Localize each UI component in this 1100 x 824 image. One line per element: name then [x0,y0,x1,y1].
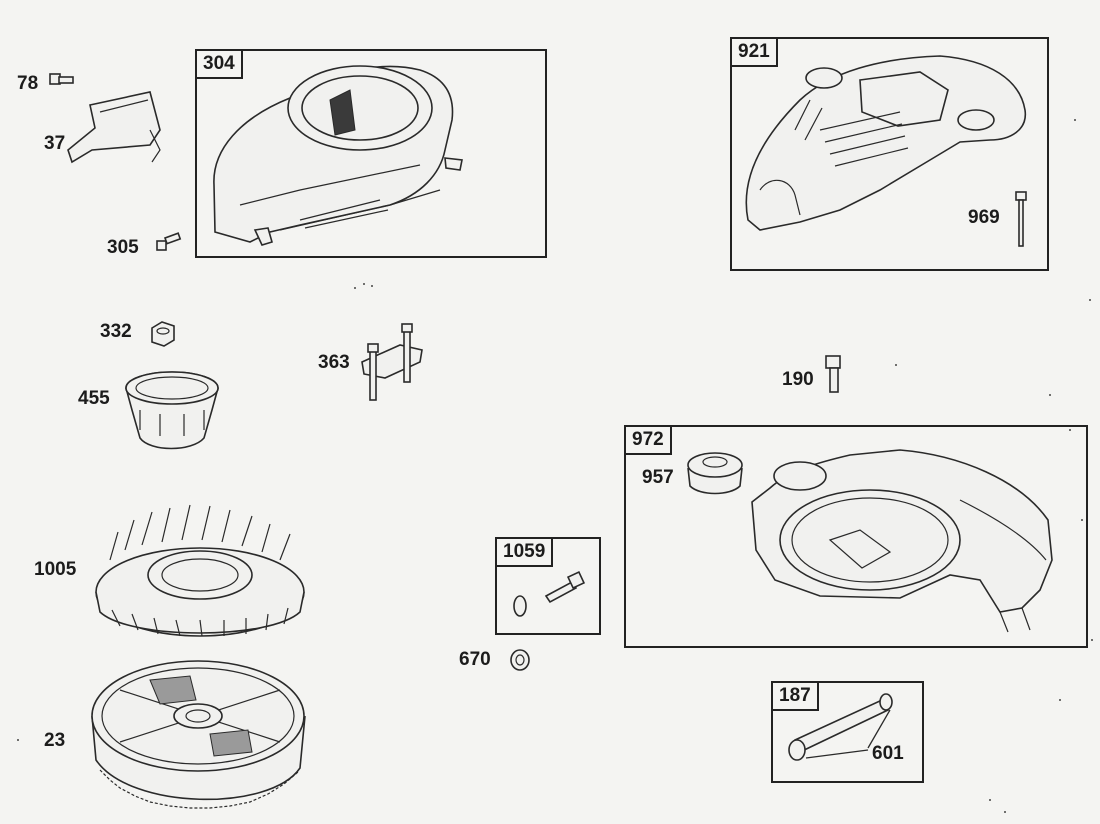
box-187: 187 [771,681,924,783]
screw-305-part [156,232,182,251]
bolt-78-part [49,73,74,85]
fan-1005-part [95,504,305,637]
box-187-tag: 187 [771,681,819,711]
plug-190-part [825,355,841,393]
spacer-670-part [510,649,530,671]
housing-972-part [751,449,1053,633]
screw-1059-part [513,570,586,617]
bolt-969-part [1015,191,1027,247]
leader-601-b [805,749,869,759]
label-78: 78 [17,73,39,94]
box-921-tag: 921 [730,37,778,67]
label-1005: 1005 [34,559,77,580]
label-37: 37 [44,133,66,154]
flywheel-23-part [91,660,306,809]
label-305: 305 [107,237,139,258]
label-363: 363 [318,352,350,373]
bracket-37-part [67,91,161,164]
label-601: 601 [872,743,904,764]
cap-957-part [687,452,743,495]
scan-noise [17,119,1093,813]
label-455: 455 [78,388,110,409]
box-304-tag: 304 [195,49,243,79]
label-23: 23 [44,730,66,751]
label-957: 957 [642,467,674,488]
label-332: 332 [100,321,132,342]
box-972: 972 [624,425,1088,648]
box-1059: 1059 [495,537,601,635]
tube-187-part [788,693,893,761]
engine-cover-921-part [745,55,1026,231]
bracket-363-part [361,323,423,401]
label-670: 670 [459,649,491,670]
leader-601-a [867,709,891,749]
box-972-tag: 972 [624,425,672,455]
box-1059-tag: 1059 [495,537,554,567]
box-304: 304 [195,49,547,258]
cup-455-part [125,371,219,450]
blower-housing-304-part [213,65,463,246]
label-969: 969 [968,207,1000,228]
label-190: 190 [782,369,814,390]
box-921: 921 [730,37,1049,271]
nut-332-part [151,321,175,347]
